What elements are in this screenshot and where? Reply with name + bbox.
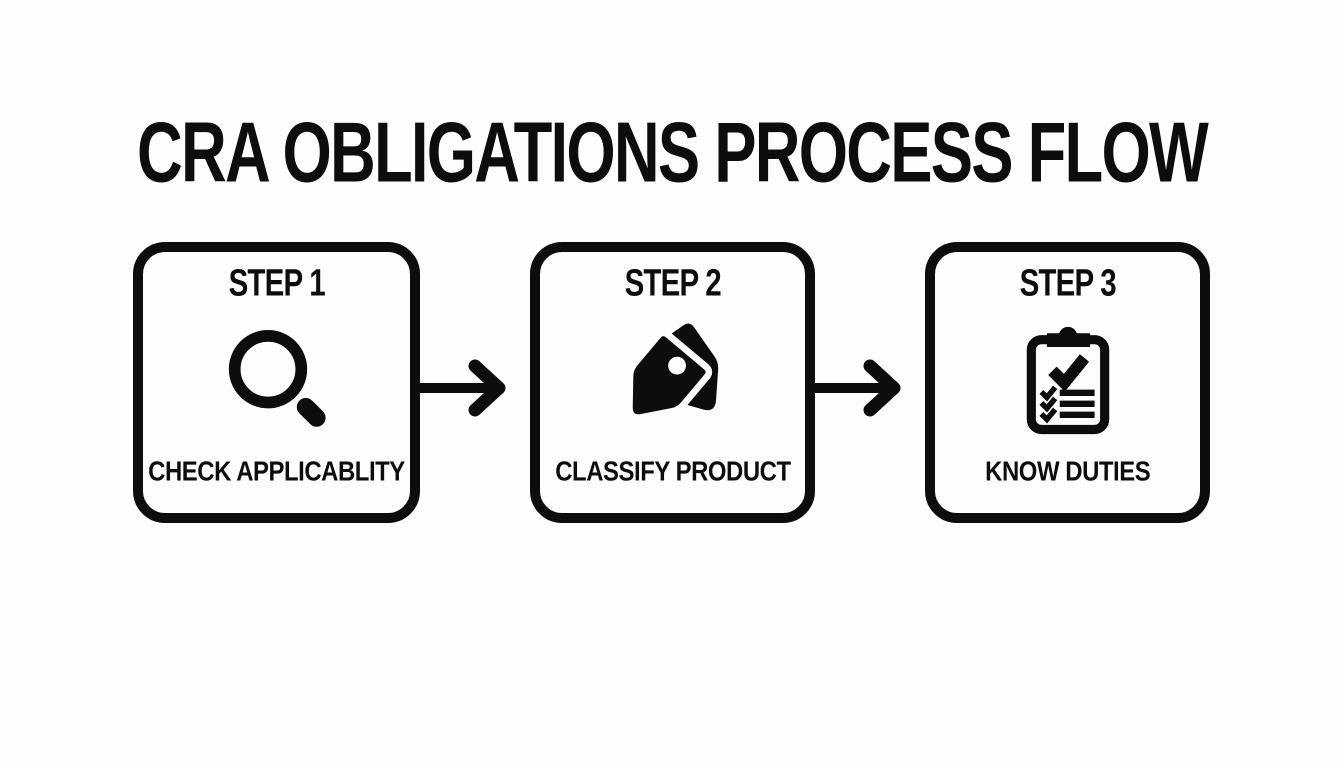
arrow-right-icon [417, 355, 517, 421]
magnifier-icon [223, 302, 331, 459]
step-box-2: STEP 2 CLASSIFY PRODUCT [530, 242, 815, 523]
arrow-right-icon [812, 355, 912, 421]
page-title: CRA OBLIGATIONS PROCESS FLOW [136, 105, 1209, 201]
step-2-heading: STEP 2 [624, 260, 721, 304]
clipboard-checklist-icon [1013, 302, 1123, 459]
step-box-1: STEP 1 CHECK APPLICABLITY [133, 242, 420, 523]
step-3-heading: STEP 3 [1019, 260, 1116, 304]
step-1-heading: STEP 1 [228, 260, 325, 304]
tags-icon [607, 302, 739, 459]
step-1-label: CHECK APPLICABLITY [148, 455, 405, 488]
step-3-label: KNOW DUTIES [984, 455, 1151, 488]
step-box-3: STEP 3 KNOW DUTIES [925, 242, 1210, 523]
step-2-label: CLASSIFY PRODUCT [554, 455, 791, 488]
